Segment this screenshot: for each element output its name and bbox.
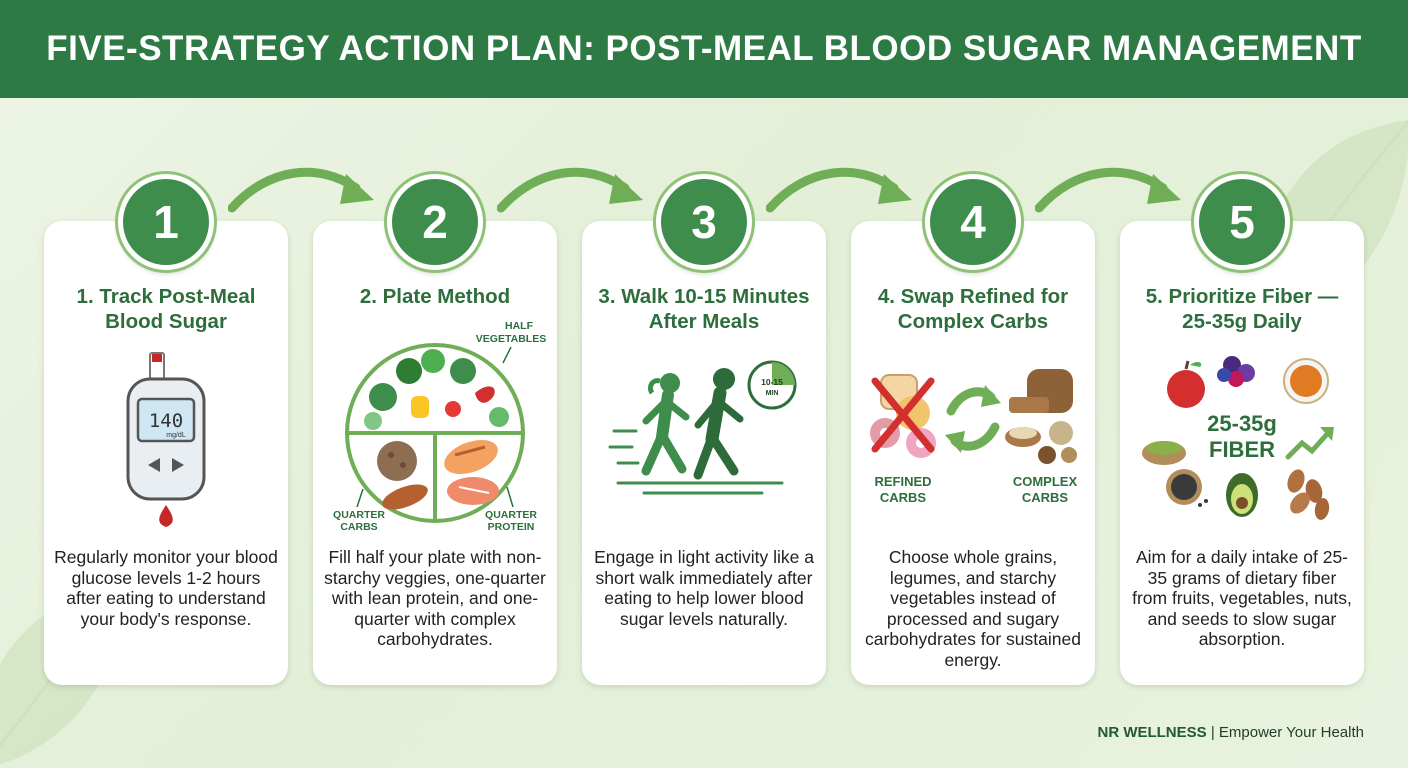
fiber-amount: 25-35g bbox=[1207, 411, 1277, 436]
strategy-description: Choose whole grains, legumes, and starch… bbox=[865, 547, 1081, 670]
step-badge-3: 3 bbox=[656, 174, 752, 270]
strategy-title: 5. Prioritize Fiber — 25-35g Daily bbox=[1145, 285, 1339, 333]
glucose-meter-illustration: 140 mg/dL bbox=[126, 352, 206, 527]
label-complex: COMPLEX bbox=[1013, 474, 1078, 489]
strategy-description: Aim for a daily intake of 25-35 grams of… bbox=[1132, 547, 1352, 649]
footer-separator: | bbox=[1210, 724, 1215, 741]
strategy-card-1: 1. Track Post-Meal Blood Sugar 140 mg/dL… bbox=[44, 221, 288, 685]
label-half: HALF bbox=[505, 320, 534, 332]
strategy-title: 3. Walk 10-15 Minutes After Meals bbox=[598, 285, 810, 333]
strategy-title: 1. Track Post-Meal Blood Sugar bbox=[76, 285, 256, 333]
label-quarter-protein: QUARTER bbox=[485, 509, 537, 521]
strategy-title: 2. Plate Method bbox=[359, 285, 511, 308]
plate-method-illustration: HALF VEGETABLES QUARTER CARBS QUARTER PR… bbox=[333, 320, 546, 533]
strategy-card-2: 2. Plate Method HALF VEGETABLES QUARTER … bbox=[313, 221, 557, 685]
fiber-label: FIBER bbox=[1209, 437, 1275, 462]
arrow-connector-4-5 bbox=[1035, 167, 1181, 213]
arrow-connector-3-4 bbox=[766, 167, 912, 213]
step-badge-2: 2 bbox=[387, 174, 483, 270]
meter-reading: 140 bbox=[149, 410, 183, 432]
step-badge-4: 4 bbox=[925, 174, 1021, 270]
brand-tagline: Empower Your Health bbox=[1218, 724, 1364, 741]
step-badge-1: 1 bbox=[118, 174, 214, 270]
header-banner: FIVE-STRATEGY ACTION PLAN: POST-MEAL BLO… bbox=[0, 0, 1408, 98]
strategy-description: Fill half your plate with non-starchy ve… bbox=[324, 547, 546, 649]
strategy-card-5: 5. Prioritize Fiber — 25-35g Daily 25-35… bbox=[1120, 221, 1364, 685]
clock-time: 10-15 bbox=[761, 377, 783, 387]
label-protein: PROTEIN bbox=[488, 521, 535, 533]
strategy-card-3: 3. Walk 10-15 Minutes After Meals 10-15 … bbox=[582, 221, 826, 685]
walking-illustration: 10-15 MIN bbox=[608, 360, 797, 495]
label-vegetables: VEGETABLES bbox=[476, 333, 546, 345]
clock-unit: MIN bbox=[766, 390, 779, 397]
strategy-description: Regularly monitor your blood glucose lev… bbox=[54, 547, 278, 629]
label-quarter-carbs: QUARTER bbox=[333, 509, 385, 521]
carb-swap-illustration: REFINED CARBS COMPLEX CARBS bbox=[870, 369, 1078, 505]
arrow-connector-2-3 bbox=[497, 167, 643, 213]
brand-name: NR WELLNESS bbox=[1097, 724, 1207, 741]
meter-unit: mg/dL bbox=[166, 432, 186, 439]
page-title: FIVE-STRATEGY ACTION PLAN: POST-MEAL BLO… bbox=[46, 29, 1362, 68]
label-refined-carbs: CARBS bbox=[880, 490, 927, 505]
strategy-title: 4. Swap Refined for Complex Carbs bbox=[877, 285, 1069, 333]
step-badge-5: 5 bbox=[1194, 174, 1290, 270]
footer-brand: NR WELLNESS | Empower Your Health bbox=[1097, 724, 1364, 741]
label-carbs: CARBS bbox=[340, 521, 377, 533]
label-refined: REFINED bbox=[874, 474, 931, 489]
strategy-card-4: 4. Swap Refined for Complex Carbs REFINE… bbox=[851, 221, 1095, 685]
label-complex-carbs: CARBS bbox=[1022, 490, 1069, 505]
strategy-description: Engage in light activity like a short wa… bbox=[594, 547, 814, 629]
arrow-connector-1-2 bbox=[228, 167, 374, 213]
fiber-foods-illustration: 25-35g FIBER bbox=[1142, 356, 1334, 520]
